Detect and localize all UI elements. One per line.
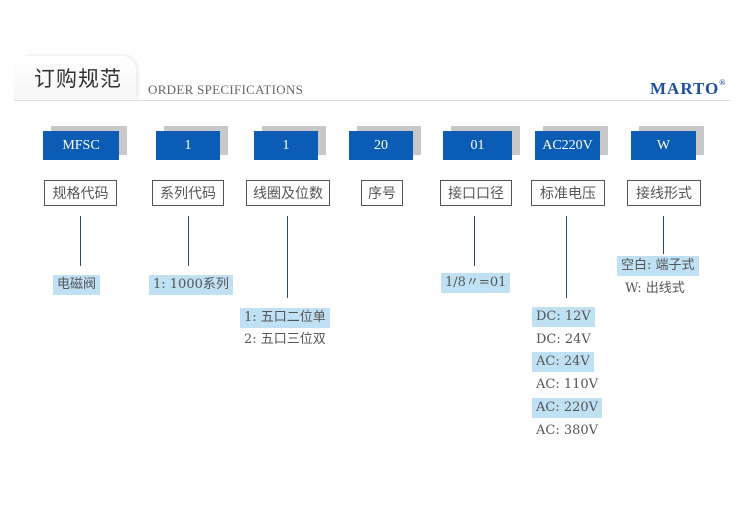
code-value: MFSC bbox=[43, 131, 119, 160]
code-value: 1 bbox=[156, 131, 220, 160]
option-item: 电磁阀 bbox=[53, 275, 101, 295]
label-serial-number: 序号 bbox=[361, 180, 403, 206]
brand-logo: MARTO® bbox=[650, 78, 726, 99]
code-value: 01 bbox=[443, 131, 512, 160]
header-tab bbox=[14, 56, 136, 100]
code-value: AC220V bbox=[535, 131, 600, 160]
label-port-size: 接口口径 bbox=[440, 180, 512, 206]
code-box-coil: 1 bbox=[254, 126, 326, 160]
option-item: 2: 五口三位双 bbox=[244, 332, 326, 347]
option-item: 1: 五口二位单 bbox=[240, 308, 330, 328]
code-box-voltage: AC220V bbox=[535, 126, 608, 160]
option-item: 1: 1000系列 bbox=[149, 275, 233, 295]
connector-line bbox=[188, 216, 189, 266]
registered-mark: ® bbox=[719, 78, 726, 87]
code-box-serial: 20 bbox=[349, 126, 421, 160]
page-title: 订购规范 bbox=[34, 67, 122, 91]
option-item: AC: 380V bbox=[536, 423, 599, 438]
brand-name: MARTO bbox=[650, 79, 720, 98]
header-divider bbox=[14, 100, 730, 101]
label-wiring-type: 接线形式 bbox=[627, 180, 701, 206]
connector-line bbox=[566, 216, 567, 298]
option-item: 空白: 端子式 bbox=[617, 256, 699, 276]
label-standard-voltage: 标准电压 bbox=[531, 180, 605, 206]
code-box-series: 1 bbox=[156, 126, 228, 160]
code-value: W bbox=[631, 131, 696, 160]
option-item: AC: 220V bbox=[532, 398, 603, 418]
page-subtitle: ORDER SPECIFICATIONS bbox=[148, 82, 304, 97]
connector-line bbox=[474, 216, 475, 266]
code-box-wiring: W bbox=[631, 126, 704, 160]
option-item: DC: 12V bbox=[532, 307, 595, 327]
option-item: AC: 24V bbox=[532, 352, 594, 372]
label-spec-code: 规格代码 bbox=[44, 180, 117, 206]
option-item: W: 出线式 bbox=[625, 281, 685, 296]
option-item: 1/8〃=01 bbox=[441, 273, 511, 293]
connector-line bbox=[287, 216, 288, 298]
option-item: DC: 24V bbox=[536, 332, 591, 347]
code-value: 1 bbox=[254, 131, 318, 160]
connector-line bbox=[663, 216, 664, 254]
label-series-code: 系列代码 bbox=[152, 180, 224, 206]
code-value: 20 bbox=[349, 131, 413, 160]
code-box-port: 01 bbox=[443, 126, 520, 160]
label-coil-positions: 线圈及位数 bbox=[246, 180, 330, 206]
option-item: AC: 110V bbox=[536, 377, 599, 392]
connector-line bbox=[80, 216, 81, 266]
code-box-spec: MFSC bbox=[43, 126, 127, 160]
